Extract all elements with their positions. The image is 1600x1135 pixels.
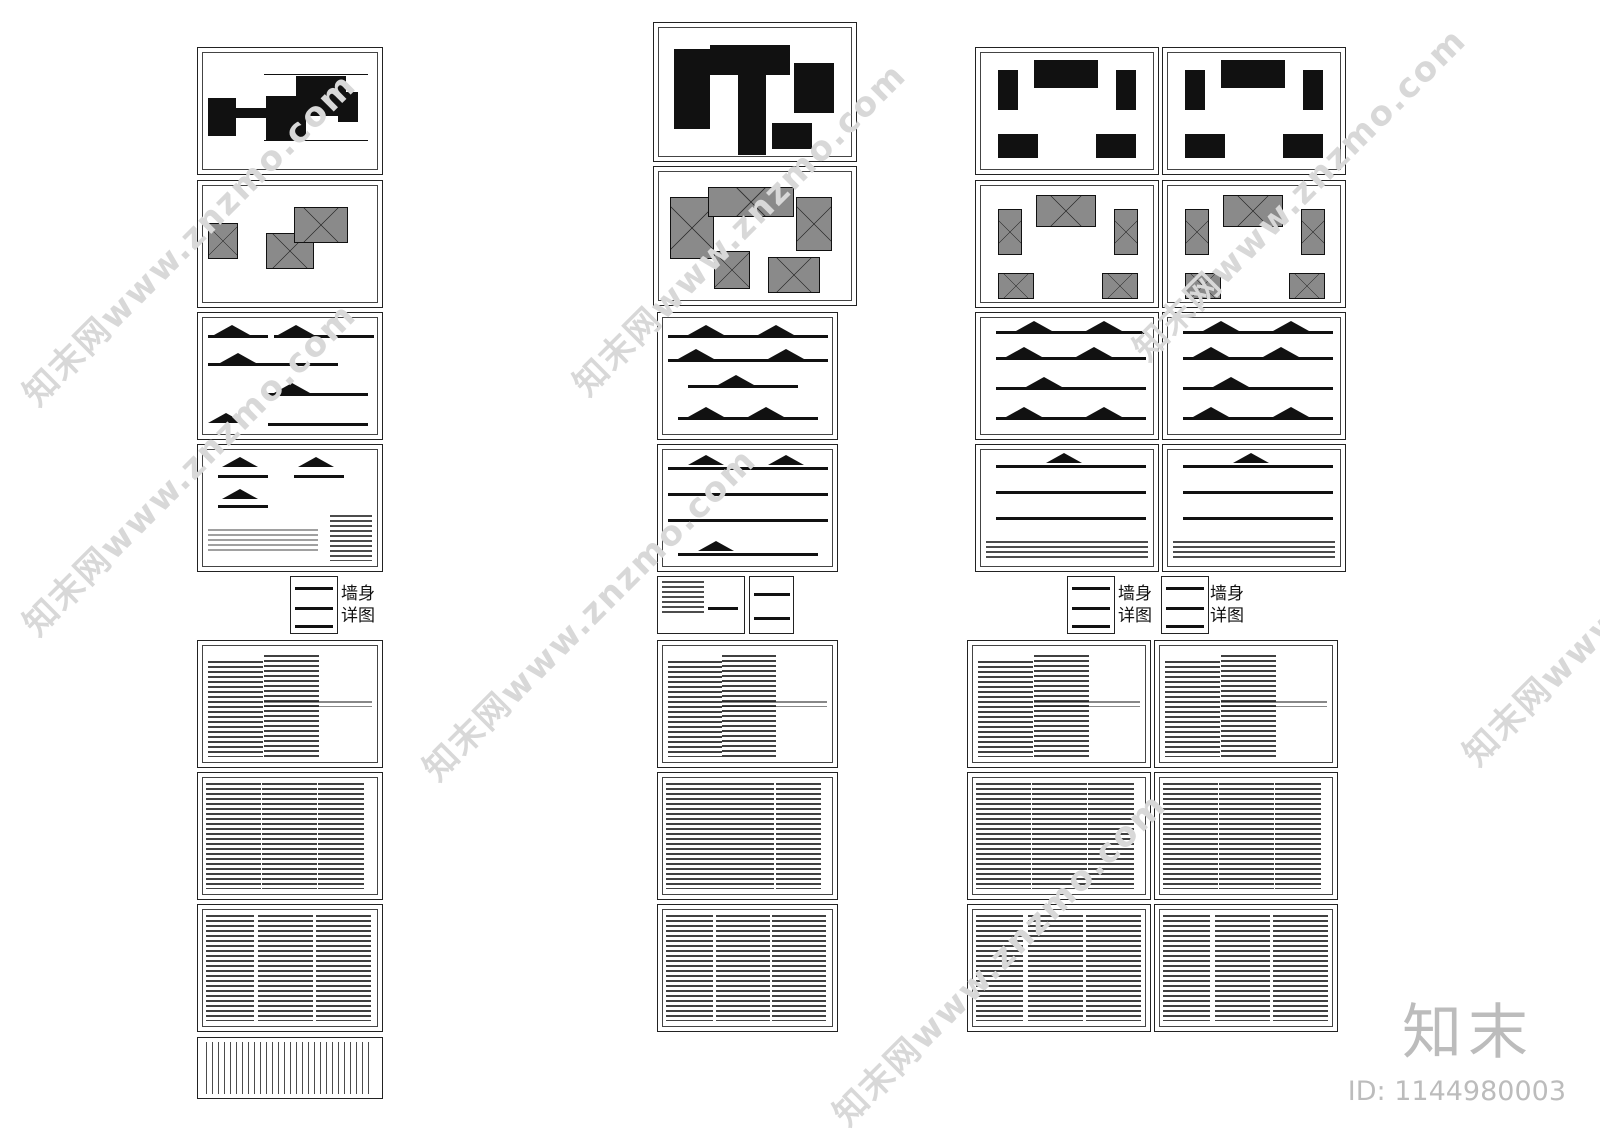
sheet-roof-plan-col3b	[1162, 180, 1346, 308]
sheet-elevations-col3b	[1162, 312, 1346, 440]
sheet-design-notes-col3a	[967, 640, 1151, 768]
sheet-specs-col3a	[967, 772, 1151, 900]
sheet-roof-plan-col1	[197, 180, 383, 308]
wall-detail-label-1: 墙身 详图	[341, 584, 375, 626]
sheet-design-notes-col2	[657, 640, 838, 768]
sheet-sections-col3a	[975, 444, 1159, 572]
sheet-site-plan-col3b	[1162, 47, 1346, 175]
sheet-wall-detail-col2a	[657, 576, 745, 634]
image-id-text: ID: 1144980003	[1347, 1076, 1566, 1107]
sheet-elevations-col1	[197, 312, 383, 440]
sheet-elevations-col2	[657, 312, 838, 440]
sheet-sections-col3b	[1162, 444, 1346, 572]
sheet-design-notes-col3b	[1154, 640, 1338, 768]
wall-detail-label-2: 墙身 详图	[1118, 584, 1152, 626]
sheet-site-plan-col1	[197, 47, 383, 175]
sheet-roof-plan-col2	[653, 166, 857, 306]
sheet-wall-detail-col3a	[1067, 576, 1115, 634]
sheet-wall-detail-col1	[290, 576, 338, 634]
sheet-construction-table-col2	[657, 904, 838, 1032]
sheet-sections-col2	[657, 444, 838, 572]
sheet-wall-detail-col3b	[1161, 576, 1209, 634]
wall-detail-label-3: 墙身 详图	[1210, 584, 1244, 626]
sheet-construction-table-col3a	[967, 904, 1151, 1032]
sheet-construction-table-col1	[197, 904, 383, 1032]
sheet-construction-table-col3b	[1154, 904, 1338, 1032]
sheet-door-window-col1	[197, 1037, 383, 1099]
sheet-wall-detail-col2b	[749, 576, 794, 634]
sheet-specs-col3b	[1154, 772, 1338, 900]
sheet-specs-col1	[197, 772, 383, 900]
sheet-design-notes-col1	[197, 640, 383, 768]
sheet-sections-col1	[197, 444, 383, 572]
watermark-text: 知末网www.znzmo.com	[1455, 425, 1600, 774]
sheet-roof-plan-col3a	[975, 180, 1159, 308]
sheet-elevations-col3a	[975, 312, 1159, 440]
sheet-site-plan-col3a	[975, 47, 1159, 175]
sheet-site-plan-col2	[653, 22, 857, 162]
sheet-specs-col2	[657, 772, 838, 900]
brand-logo-icon: 知末	[1402, 998, 1534, 1068]
